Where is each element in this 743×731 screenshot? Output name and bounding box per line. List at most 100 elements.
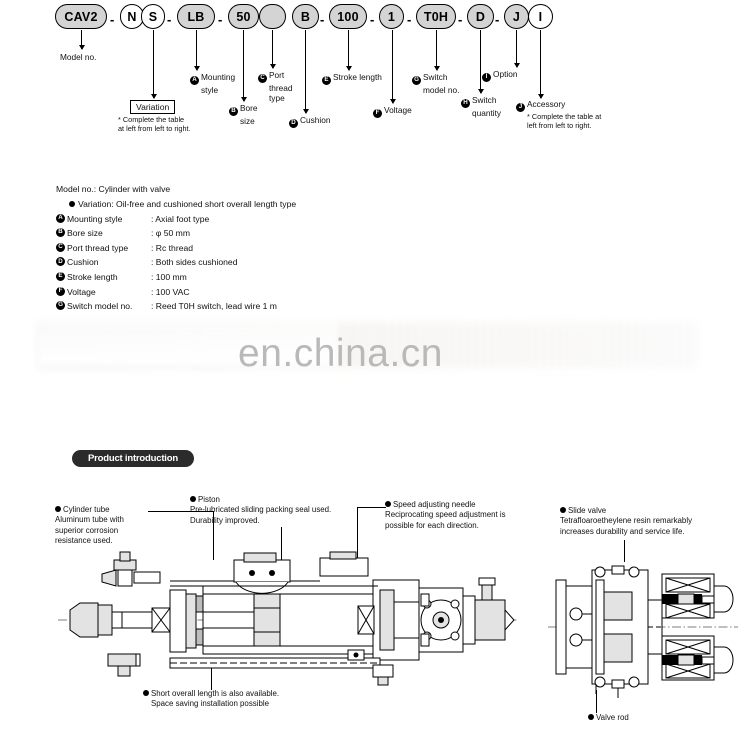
spec-variation-text: Variation: Oil-free and cushioned short … <box>78 199 297 210</box>
capsule-model-no[interactable]: CAV2 <box>55 4 107 29</box>
badge-g-icon: G <box>56 301 65 311</box>
callout-line: possible for each direction. <box>385 520 479 530</box>
badge-c-icon: C <box>258 73 267 83</box>
capsule-stroke-length[interactable]: 100 <box>329 4 367 29</box>
callout-valve-rod: Valve rod <box>588 713 629 723</box>
leader-model-no <box>78 30 85 50</box>
badge-e-icon: E <box>322 75 331 85</box>
code-separator: - <box>320 12 325 27</box>
label-text: Port <box>269 70 285 80</box>
capsule-label: I <box>538 9 543 24</box>
badge-j-icon: J <box>516 102 525 112</box>
watermark-text: en.china.cn <box>238 332 443 375</box>
label-text: Bore <box>240 103 258 113</box>
capsule-variation-s[interactable]: S <box>141 4 165 29</box>
leader-switch-model-no <box>433 30 440 71</box>
spec-row-stroke-length: E Stroke length : 100 mm <box>56 270 296 285</box>
capsule-switch-model-no[interactable]: T0H <box>416 4 456 29</box>
callout-piston: Piston Pre-lubricated sliding packing se… <box>190 495 331 526</box>
label-text: Voltage <box>384 105 412 115</box>
capsule-port-thread-type[interactable] <box>259 4 286 29</box>
capsule-label: D <box>475 9 486 24</box>
callout-line: superior corrosion <box>55 525 119 535</box>
bullet-icon <box>588 714 594 720</box>
callout-heading: Speed adjusting needle <box>385 500 506 510</box>
badge-f-icon: F <box>56 286 65 296</box>
callout-line: Durability improved. <box>190 515 260 525</box>
capsule-label: N <box>127 9 137 24</box>
note-line-2: left from left to right. <box>527 121 592 131</box>
spec-row-name: Stroke length <box>67 272 118 283</box>
capsule-cushion[interactable]: B <box>292 4 319 29</box>
code-separator: - <box>218 12 223 27</box>
variation-box-label: Variation <box>136 102 170 112</box>
callout-heading: Short overall length is also available. <box>143 689 279 699</box>
capsule-label: CAV2 <box>64 9 98 24</box>
callout-line: Reciprocating speed adjustment is <box>385 510 506 520</box>
capsule-mounting-style[interactable]: LB <box>177 4 215 29</box>
label-text-2: thread <box>269 82 293 93</box>
leader-port-thread <box>269 30 276 69</box>
badge-d-icon: D <box>289 118 298 128</box>
label-text-2: quantity <box>472 107 502 118</box>
callout-line: increases durability and service life. <box>560 526 685 536</box>
callout-heading: Valve rod <box>588 713 629 723</box>
leader-variation <box>150 30 157 99</box>
callout-heading: Cylinder tube <box>55 505 124 515</box>
badge-f-icon: F <box>373 108 382 118</box>
spec-row-value: : 100 VAC <box>151 286 190 297</box>
leader-valve-rod <box>596 690 597 713</box>
capsule-label: B <box>300 9 311 24</box>
spec-row-value: : 100 mm <box>151 272 187 283</box>
bullet-icon <box>69 201 75 208</box>
variation-box[interactable]: Variation <box>130 100 176 114</box>
label-text-2: style <box>201 84 219 95</box>
badge-h-icon: H <box>461 98 470 108</box>
badge-g-icon: G <box>412 75 421 85</box>
capsule-variation-n[interactable]: N <box>120 4 144 29</box>
capsule-label: 100 <box>337 9 359 24</box>
slide-valve-drawing <box>548 565 738 698</box>
model-code-row: CAV2 - N S - LB - 50 B - 100 - 1 - T0H -… <box>0 0 743 38</box>
callout-speed-adjusting-needle: Speed adjusting needle Reciprocating spe… <box>385 500 506 531</box>
label-text: Option <box>493 69 518 79</box>
leader-slide-valve <box>624 540 625 562</box>
callout-heading: Piston <box>190 495 331 505</box>
callout-line: Space saving installation possible <box>151 699 269 709</box>
cylinder-assembly-drawing <box>58 551 518 686</box>
spec-row-name: Mounting style <box>67 213 123 224</box>
capsule-label: LB <box>187 9 205 24</box>
badge-b-icon: B <box>56 228 65 238</box>
callout-line: Pre-lubricated sliding packing seal used… <box>190 505 332 515</box>
capsule-switch-quantity[interactable]: D <box>467 4 494 29</box>
label-text-2: model no. <box>423 84 460 95</box>
label-model-no: Model no. <box>60 52 96 63</box>
capsule-accessory[interactable]: I <box>528 4 553 29</box>
code-separator: - <box>167 12 172 27</box>
leader-speed-needle <box>357 507 386 568</box>
spec-row-voltage: F Voltage : 100 VAC <box>56 285 296 300</box>
note-line-1: * Complete the table <box>118 115 185 124</box>
leader-bore-size <box>240 30 247 102</box>
spec-row-cushion: D Cushion : Both sides cushioned <box>56 255 296 270</box>
callout-cylinder-tube: Cylinder tube Aluminum tube with superio… <box>55 505 124 547</box>
code-separator: - <box>370 12 375 27</box>
note-line-1: * Complete the table at <box>527 111 602 121</box>
badge-e-icon: E <box>56 272 65 282</box>
capsule-label: 1 <box>387 9 396 24</box>
label-variation-note: * Complete the table at left from left t… <box>118 115 191 134</box>
spec-row-switch-model-no: G Switch model no. : Reed T0H switch, le… <box>56 299 296 314</box>
label-text: Switch <box>472 95 497 105</box>
bullet-icon <box>190 496 196 502</box>
capsule-option[interactable]: J <box>504 4 529 29</box>
leader-cylinder-tube <box>148 511 214 560</box>
capsule-voltage[interactable]: 1 <box>379 4 404 29</box>
spec-row-bore-size: B Bore size : φ 50 mm <box>56 226 296 241</box>
capsule-bore-size[interactable]: 50 <box>228 4 259 29</box>
capsule-label: J <box>512 9 521 24</box>
leader-short-length <box>211 668 212 690</box>
badge-b-icon: B <box>229 106 238 116</box>
